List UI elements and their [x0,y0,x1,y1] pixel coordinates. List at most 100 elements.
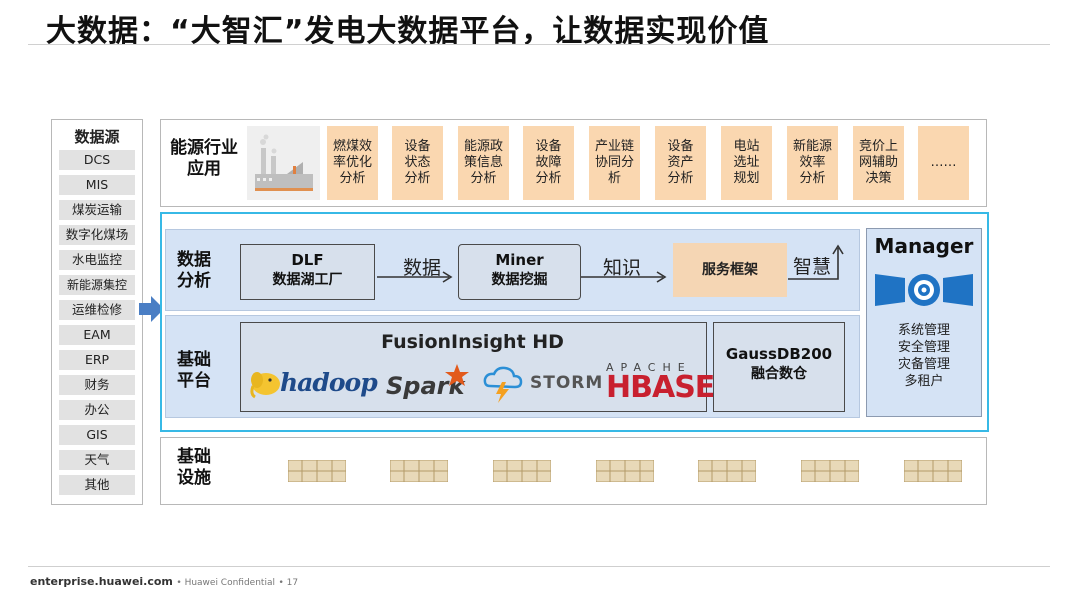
app-tile[interactable]: 电站 选址 规划 [721,126,772,200]
footer-page-number: 17 [287,578,298,588]
app-tile-line: 新能源 [793,139,832,155]
miner-title: Miner [459,251,580,269]
app-tile-line: 状态 [404,155,430,171]
app-tile-line: …… [931,155,957,171]
base-platform-label: 基础 平台 [168,350,220,392]
data-source-item: ERP [59,350,135,370]
hbase-logo: APACHE HBASE [606,361,702,407]
app-tile[interactable]: 设备 状态 分析 [392,126,443,200]
app-tile-line: 分析 [535,171,561,187]
data-source-item: 数字化煤场 [59,225,135,245]
arrow-right-icon [377,271,457,283]
dlf-box[interactable]: DLF 数据湖工厂 [240,244,375,300]
arrow-right-icon [581,271,671,283]
app-tile-line: 资产 [667,155,693,171]
manager-item: 系统管理 [866,322,982,339]
gaussdb-title: GaussDB200 [714,345,844,363]
app-tile-line: 分析 [404,171,430,187]
infrastructure-label-line1: 基础 [168,447,220,468]
data-source-item: 煤炭运输 [59,200,135,220]
app-tile-line: 电站 [733,139,759,155]
data-sources-panel: 数据源 DCS MIS 煤炭运输 数字化煤场 水电监控 新能源集控 运维检修 E… [51,119,143,505]
app-tile[interactable]: 能源政 策信息 分析 [458,126,509,200]
data-source-item: 运维检修 [59,300,135,320]
app-tile-line: 率优化 [333,155,372,171]
app-tile[interactable]: 设备 资产 分析 [655,126,706,200]
applications-label-line2: 应用 [166,159,242,180]
miner-box[interactable]: Miner 数据挖掘 [458,244,581,300]
power-plant-icon [247,126,320,200]
app-tile-line: 故障 [535,155,561,171]
star-icon [444,364,470,388]
app-tile-line: 分析 [799,171,825,187]
footer-site: enterprise.huawei.com [30,575,173,588]
fusioninsight-title: FusionInsight HD [240,331,705,353]
app-tile[interactable]: 燃煤效 率优化 分析 [327,126,378,200]
data-analysis-label: 数据 分析 [168,250,220,292]
app-tile-more[interactable]: …… [918,126,969,200]
base-platform-label-line2: 平台 [168,371,220,392]
app-tile-line: 协同分 [595,155,634,171]
app-tile-line: 策信息 [464,155,503,171]
hadoop-wordmark: hadoop [280,368,377,397]
app-tile[interactable]: 产业链 协同分 析 [589,126,640,200]
server-rack-icon [288,460,346,482]
server-rack-icon [698,460,756,482]
applications-label-line1: 能源行业 [166,138,242,159]
app-tile-line: 设备 [667,139,693,155]
app-tile-line: 决策 [865,171,891,187]
storm-logo: STORM [482,364,594,406]
gaussdb-subtitle: 融合数仓 [714,363,844,383]
arrow-up-right-icon [788,244,846,284]
data-source-item: MIS [59,175,135,195]
storm-wordmark: STORM [530,373,603,393]
app-tile-line: 产业链 [595,139,634,155]
data-analysis-label-line1: 数据 [168,250,220,271]
app-tile-line: 选址 [733,155,759,171]
infrastructure-label-line2: 设施 [168,468,220,489]
app-tile-line: 网辅助 [859,155,898,171]
applications-label: 能源行业 应用 [166,138,242,180]
service-framework-box[interactable]: 服务框架 [673,243,787,297]
app-tile-line: 竞价上 [859,139,898,155]
gaussdb-box[interactable]: GaussDB200 融合数仓 [713,322,845,412]
elephant-icon [248,366,282,400]
server-rack-icon [801,460,859,482]
data-sources-heading: 数据源 [52,126,142,147]
server-rack-icon [390,460,448,482]
app-tile-line: 能源政 [464,139,503,155]
data-source-item: 水电监控 [59,250,135,270]
data-source-item: GIS [59,425,135,445]
app-tile-line: 分析 [470,171,496,187]
title-divider [28,44,1050,45]
manager-items: 系统管理 安全管理 灾备管理 多租户 [866,322,982,390]
manager-icon [875,268,973,312]
app-tile[interactable]: 新能源 效率 分析 [787,126,838,200]
footer-divider [28,566,1050,567]
cloud-lightning-icon [482,364,524,404]
manager-item: 多租户 [866,373,982,390]
server-rack-icon [493,460,551,482]
app-tile[interactable]: 设备 故障 分析 [523,126,574,200]
data-source-item: 办公 [59,400,135,420]
data-source-item: 其他 [59,475,135,495]
app-tile[interactable]: 竞价上 网辅助 决策 [853,126,904,200]
app-tile-line: 设备 [535,139,561,155]
dlf-subtitle: 数据湖工厂 [241,269,374,289]
app-tile-line: 规划 [733,171,759,187]
footer: enterprise.huawei.com • Huawei Confident… [30,575,298,588]
data-source-item: 天气 [59,450,135,470]
manager-item: 灾备管理 [866,356,982,373]
base-platform-label-line1: 基础 [168,350,220,371]
dlf-title: DLF [241,251,374,269]
data-source-item: 新能源集控 [59,275,135,295]
data-analysis-label-line2: 分析 [168,271,220,292]
spark-logo: Spark [386,364,476,406]
hadoop-logo: hadoop [248,364,378,404]
app-tile-line: 效率 [799,155,825,171]
miner-subtitle: 数据挖掘 [459,269,580,289]
server-rack-icon [904,460,962,482]
app-tile-line: 分析 [667,171,693,187]
app-tile-line: 燃煤效 [333,139,372,155]
data-source-item: EAM [59,325,135,345]
